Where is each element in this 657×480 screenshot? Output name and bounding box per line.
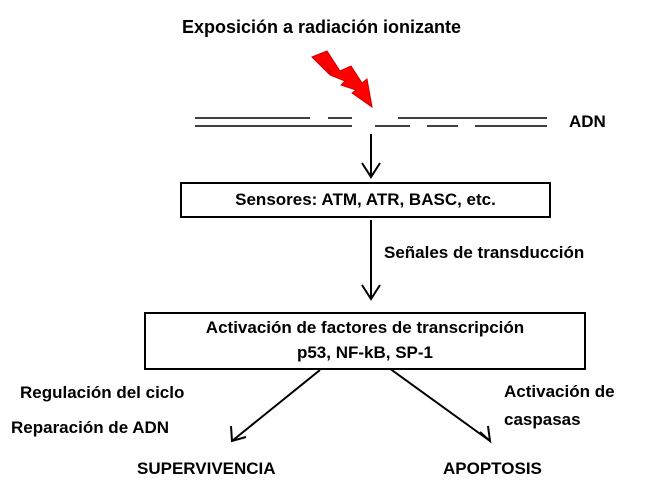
apoptosis-outcome: APOPTOSIS xyxy=(443,459,542,478)
dna-label: ADN xyxy=(569,112,606,131)
cycle-regulation-label: Regulación del ciclo xyxy=(20,383,185,402)
dna-repair-label: Reparación de ADN xyxy=(11,418,170,437)
dna-strand xyxy=(195,117,547,127)
lightning-bolt-icon xyxy=(311,50,373,109)
activation-box-line2: p53, NF-kB, SP-1 xyxy=(296,343,434,362)
caspases-label: caspasas xyxy=(504,410,581,429)
sensors-box: Sensores: ATM, ATR, BASC, etc. xyxy=(180,182,551,218)
arrow-left-branch xyxy=(230,369,321,443)
arrow-down-icon xyxy=(361,134,381,179)
diagram-title: Exposición a radiación ionizante xyxy=(182,17,462,37)
activation-box-line1: Activación de factores de transcripción xyxy=(205,318,525,337)
survival-outcome: SUPERVIVENCIA xyxy=(137,459,276,478)
transduction-label: Señales de transducción xyxy=(384,243,585,262)
arrow-down-icon xyxy=(361,220,381,301)
sensors-box-text: Sensores: ATM, ATR, BASC, etc. xyxy=(235,190,496,209)
caspase-activation-label: Activación de xyxy=(504,382,615,401)
activation-box: Activación de factores de transcripción … xyxy=(144,312,586,370)
arrow-right-branch xyxy=(388,367,492,444)
